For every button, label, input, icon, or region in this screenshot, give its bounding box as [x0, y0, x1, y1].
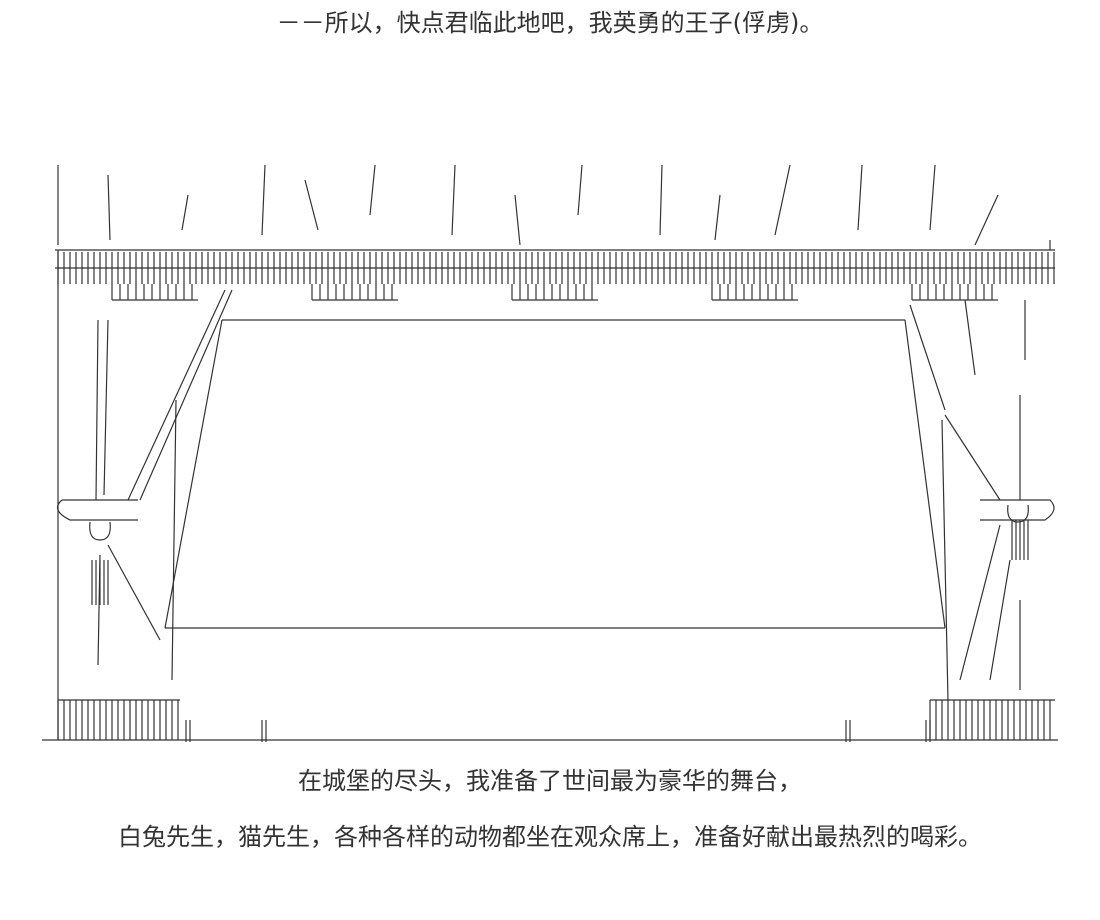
left-curtain-fold: [107, 544, 161, 641]
right-tieback: [980, 499, 1055, 521]
valance: [55, 249, 1055, 301]
right-curtain-fold: [909, 304, 946, 411]
stage-floor: [42, 720, 1058, 742]
right-curtain-fold: [964, 299, 976, 376]
curtain-string: [929, 164, 936, 231]
curtain-string: [181, 194, 189, 231]
stage-left-edge: [164, 319, 223, 629]
curtain-string: [107, 174, 111, 241]
curtain-string: [451, 164, 456, 236]
curtain-string: [369, 164, 376, 216]
right-tassel-knot: [1007, 504, 1029, 523]
right-curtain-fold: [941, 419, 949, 701]
left-curtain-fold: [103, 319, 109, 496]
curtain-string: [714, 194, 721, 241]
curtain-string: [774, 164, 791, 236]
curtain-string: [857, 164, 863, 231]
left-tassel-knot: [89, 521, 111, 541]
left-curtain-fold: [95, 319, 99, 501]
curtain-string: [304, 179, 319, 231]
right-curtain-fold: [989, 559, 1011, 681]
stage-frame: [164, 319, 946, 629]
curtain-rod-strings: [57, 164, 1051, 250]
narration-top-line: －－所以，快点君临此地吧，我英勇的王子(俘虏)。: [276, 9, 824, 37]
curtain-string: [514, 194, 521, 246]
curtain-string: [659, 164, 663, 236]
narration-audience-line: 白兔先生，猫先生，各种各样的动物都坐在观众席上，准备好献出最热烈的喝彩。: [118, 823, 982, 851]
stage-right-edge: [904, 319, 946, 629]
curtain-string: [261, 164, 266, 236]
curtain-string: [974, 194, 999, 246]
narration-stage-line: 在城堡的尽头，我准备了世间最为豪华的舞台，: [298, 767, 802, 795]
right-curtain-fold: [944, 414, 1001, 501]
right-curtain: [909, 299, 1055, 740]
right-curtain-fold: [959, 524, 1001, 681]
left-curtain-fold: [127, 289, 226, 501]
left-tieback: [56, 499, 138, 521]
left-curtain-fold: [171, 399, 177, 681]
left-curtain-fold: [139, 289, 233, 501]
curtain-string: [577, 164, 583, 216]
left-curtain: [56, 250, 233, 740]
